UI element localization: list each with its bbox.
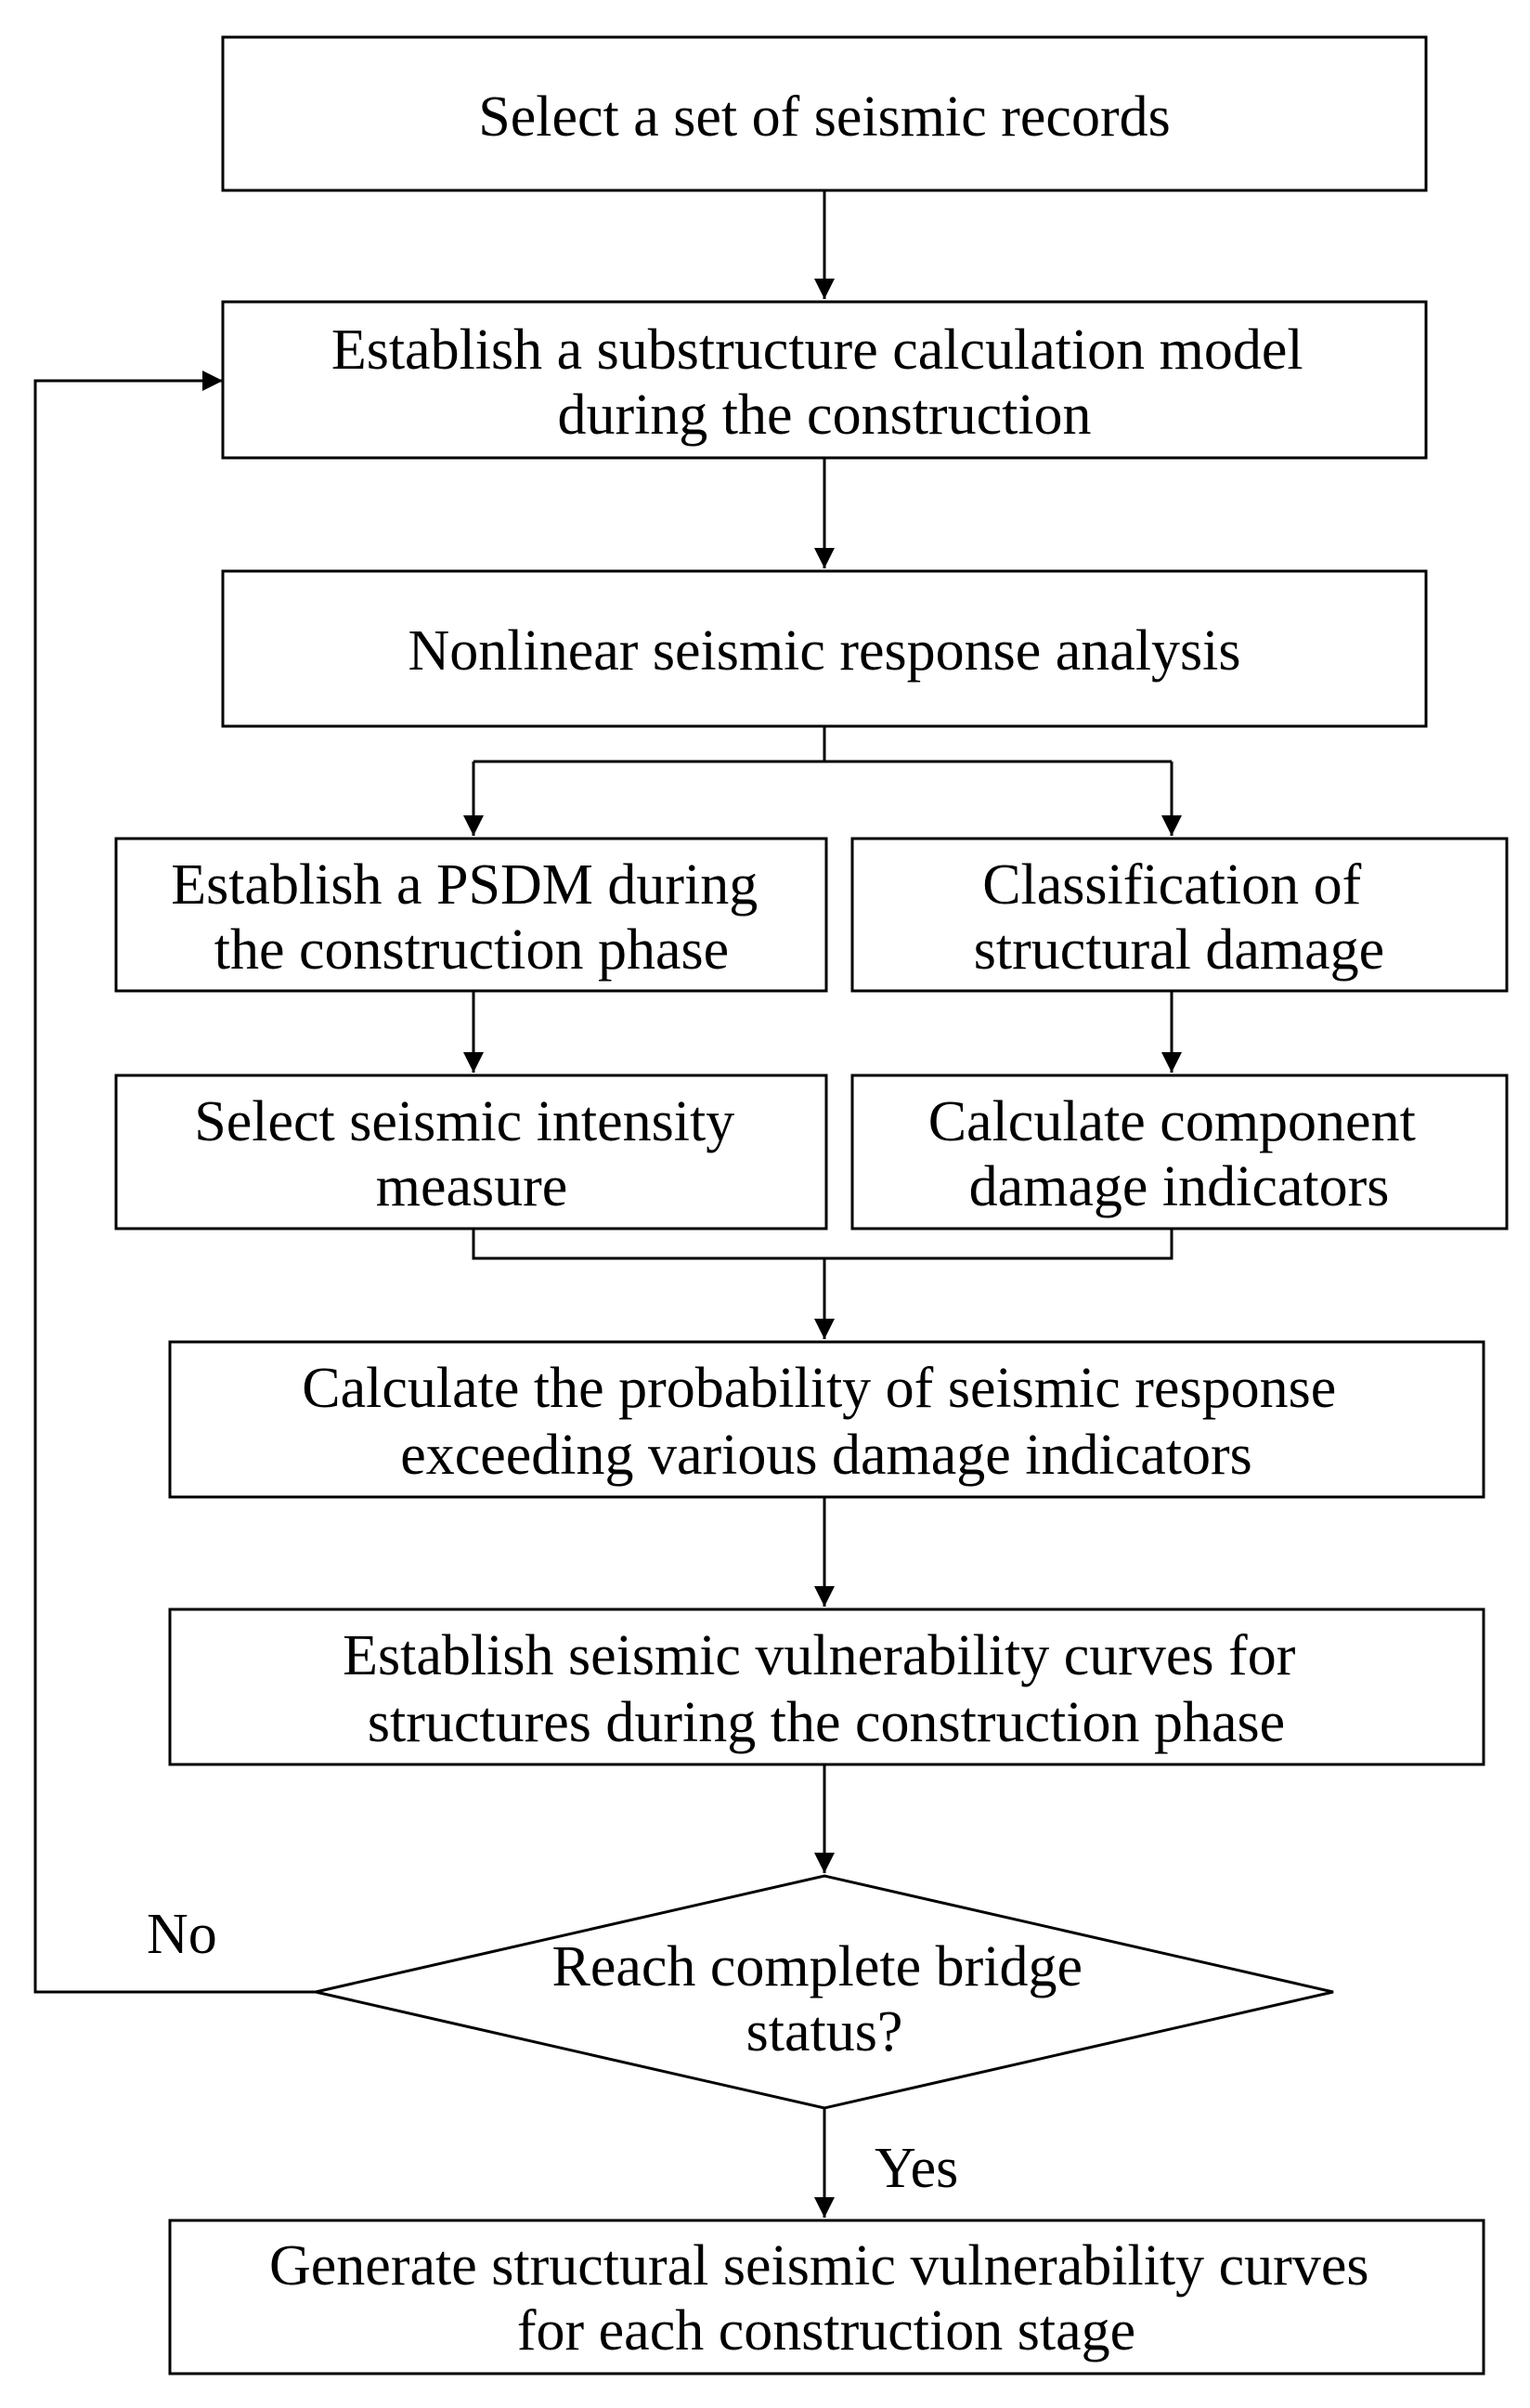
node-establish-psdm-line-1: Establish a PSDM during bbox=[171, 853, 758, 917]
node-establish-model-line-1: Establish a substructure calculation mod… bbox=[331, 319, 1303, 382]
node-establish-curves-line-1: Establish seismic vulnerability curves f… bbox=[343, 1624, 1296, 1687]
node-decision-complete-line-2: status? bbox=[746, 2000, 903, 2063]
node-calculate-indicators-line-1: Calculate component bbox=[928, 1090, 1416, 1153]
node-classification-damage-line-2: structural damage bbox=[974, 918, 1384, 982]
node-select-intensity: Select seismic intensity measure bbox=[114, 1074, 828, 1230]
node-select-records-line-1: Select a set of seismic records bbox=[478, 85, 1170, 149]
node-establish-curves: Establish seismic vulnerability curves f… bbox=[168, 1608, 1485, 1766]
node-calculate-probability-line-1: Calculate the probability of seismic res… bbox=[302, 1357, 1336, 1420]
node-establish-psdm-text: Establish a PSDM during the construction… bbox=[171, 853, 772, 982]
node-select-records-text: Select a set of seismic records bbox=[478, 85, 1170, 149]
node-select-records: Select a set of seismic records bbox=[221, 35, 1428, 192]
node-calculate-indicators-text: Calculate component damage indicators bbox=[928, 1090, 1431, 1218]
node-select-intensity-line-2: measure bbox=[376, 1155, 568, 1218]
node-calculate-probability: Calculate the probability of seismic res… bbox=[168, 1340, 1485, 1499]
node-establish-psdm: Establish a PSDM during the construction… bbox=[114, 837, 828, 993]
edge-merge-line bbox=[472, 1229, 1173, 1260]
node-establish-model: Establish a substructure calculation mod… bbox=[221, 300, 1428, 460]
node-establish-curves-text: Establish seismic vulnerability curves f… bbox=[343, 1624, 1310, 1754]
node-establish-model-text: Establish a substructure calculation mod… bbox=[331, 319, 1317, 447]
edge-label-no: No bbox=[147, 1903, 217, 1966]
node-establish-curves-line-2: structures during the construction phase bbox=[368, 1691, 1285, 1754]
node-nonlinear-analysis: Nonlinear seismic response analysis bbox=[221, 569, 1428, 728]
edge-nonlinear-branch bbox=[473, 726, 1172, 763]
node-calculate-indicators: Calculate component damage indicators bbox=[850, 1074, 1509, 1230]
node-generate-curves-text: Generate structural seismic vulnerabilit… bbox=[269, 2234, 1383, 2362]
node-decision-complete: Reach complete bridge status? bbox=[315, 1874, 1334, 2110]
node-select-intensity-text: Select seismic intensity measure bbox=[194, 1090, 749, 1218]
edge-decision-no-loop bbox=[33, 371, 316, 1994]
node-establish-psdm-line-2: the construction phase bbox=[214, 918, 729, 982]
node-nonlinear-analysis-line-1: Nonlinear seismic response analysis bbox=[408, 619, 1240, 683]
node-generate-curves-line-1: Generate structural seismic vulnerabilit… bbox=[269, 2234, 1368, 2297]
node-establish-model-line-2: during the construction bbox=[557, 384, 1091, 447]
node-calculate-indicators-line-2: damage indicators bbox=[969, 1155, 1390, 1218]
node-classification-damage: Classification of structural damage bbox=[850, 837, 1509, 993]
node-select-intensity-line-1: Select seismic intensity bbox=[194, 1090, 734, 1153]
edge-label-yes: Yes bbox=[875, 2137, 958, 2200]
node-generate-curves-line-2: for each construction stage bbox=[517, 2299, 1135, 2362]
node-decision-complete-line-1: Reach complete bridge bbox=[551, 1935, 1083, 1998]
node-classification-damage-line-1: Classification of bbox=[982, 853, 1361, 917]
node-calculate-probability-text: Calculate the probability of seismic res… bbox=[302, 1357, 1350, 1487]
node-calculate-probability-line-2: exceeding various damage indicators bbox=[400, 1424, 1252, 1487]
node-classification-damage-text: Classification of structural damage bbox=[974, 853, 1384, 982]
node-nonlinear-analysis-text: Nonlinear seismic response analysis bbox=[408, 619, 1240, 683]
node-generate-curves: Generate structural seismic vulnerabilit… bbox=[168, 2219, 1485, 2375]
node-decision-complete-text: Reach complete bridge status? bbox=[551, 1935, 1096, 2063]
